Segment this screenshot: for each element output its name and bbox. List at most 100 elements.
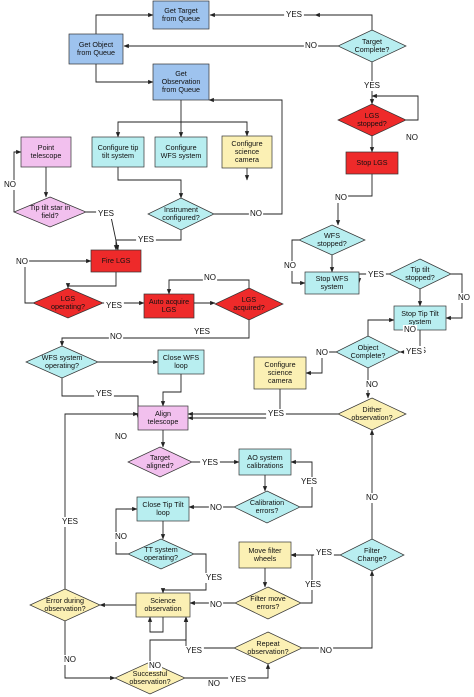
node-text: Stop LGS bbox=[356, 158, 387, 167]
process-shape bbox=[68, 33, 124, 65]
decision-shape bbox=[298, 224, 366, 256]
label-background bbox=[284, 10, 304, 20]
node-text: calibrations bbox=[247, 461, 284, 470]
label-background bbox=[108, 332, 124, 342]
node-text: LGS bbox=[242, 295, 257, 304]
label-background bbox=[204, 573, 224, 583]
no-label: NO bbox=[458, 293, 470, 302]
node-text: wheels bbox=[253, 554, 277, 563]
no-label: NO bbox=[115, 532, 127, 541]
node-text: Error during bbox=[46, 596, 84, 605]
flow-arrow bbox=[314, 12, 373, 30]
flow-arrow bbox=[371, 93, 419, 121]
node-text: LGS bbox=[61, 294, 76, 303]
process-shape bbox=[221, 135, 273, 169]
label-background bbox=[202, 273, 218, 283]
flow-arrow bbox=[59, 320, 250, 347]
yes-label: YES bbox=[301, 477, 317, 486]
decision-shape bbox=[13, 196, 87, 228]
no-label: NO bbox=[149, 661, 161, 670]
decision-shape bbox=[29, 588, 101, 622]
node-text: Close Tip Tilt bbox=[142, 500, 183, 509]
no-label: NO bbox=[110, 332, 122, 341]
process-shape bbox=[345, 151, 399, 175]
node-text: field? bbox=[41, 211, 58, 220]
decision-shape bbox=[337, 29, 407, 63]
node-text: Change? bbox=[357, 554, 386, 563]
node-text: AO system bbox=[247, 453, 282, 462]
no-label: NO bbox=[316, 348, 328, 357]
yes-label: YES bbox=[96, 389, 112, 398]
yes-label: YES bbox=[186, 646, 202, 655]
label-background bbox=[402, 325, 418, 335]
process-shape bbox=[136, 496, 190, 522]
label-background bbox=[456, 293, 472, 303]
no-label: NO bbox=[335, 193, 347, 202]
label-background bbox=[113, 432, 129, 442]
node-text: Tip tilt star in bbox=[30, 203, 70, 212]
no-label: NO bbox=[366, 380, 378, 389]
label-background bbox=[303, 580, 323, 590]
edge-labels: YESNOYESNONOYESNOYESNOYESNOYESYESNONOYES… bbox=[2, 10, 472, 689]
decision-shape bbox=[114, 661, 186, 695]
label-background bbox=[113, 532, 129, 542]
node-text: Complete? bbox=[351, 351, 386, 360]
process-shape bbox=[135, 592, 191, 618]
node-text: Complete? bbox=[355, 45, 390, 54]
process-shape bbox=[152, 63, 210, 101]
node-stop-lgs: Stop LGS bbox=[345, 151, 399, 175]
flow-arrow bbox=[64, 621, 116, 681]
flow-arrow bbox=[65, 272, 117, 289]
node-text: aligned? bbox=[146, 461, 173, 470]
node-text: stopped? bbox=[357, 119, 387, 128]
node-text: Configure bbox=[264, 360, 295, 369]
node-text: Get bbox=[175, 69, 187, 78]
yes-label: YES bbox=[106, 301, 122, 310]
decision-shape bbox=[234, 586, 302, 620]
label-background bbox=[266, 409, 286, 419]
yes-label: YES bbox=[268, 409, 284, 418]
node-text: observation? bbox=[351, 413, 392, 422]
node-text: Calibration bbox=[250, 498, 284, 507]
label-background bbox=[206, 679, 222, 689]
flow-arrow bbox=[95, 12, 154, 34]
label-background bbox=[96, 209, 116, 219]
flow-arrow bbox=[24, 258, 92, 304]
process-shape bbox=[238, 448, 292, 476]
flow-arrow bbox=[115, 506, 138, 555]
label-background bbox=[208, 600, 224, 610]
node-text: loop bbox=[156, 508, 170, 517]
process-shape bbox=[137, 405, 189, 431]
label-background bbox=[333, 193, 349, 203]
label-background bbox=[282, 261, 298, 271]
flow-arrow bbox=[149, 616, 189, 662]
process-shape bbox=[91, 136, 145, 168]
no-label: NO bbox=[4, 180, 16, 189]
node-text: Science bbox=[150, 596, 176, 605]
label-background bbox=[404, 347, 424, 357]
node-text: operating? bbox=[144, 553, 178, 562]
decision-shape bbox=[127, 446, 193, 478]
yes-label: YES bbox=[316, 548, 332, 557]
decision-shape bbox=[147, 197, 215, 231]
node-text: Target bbox=[150, 453, 170, 462]
